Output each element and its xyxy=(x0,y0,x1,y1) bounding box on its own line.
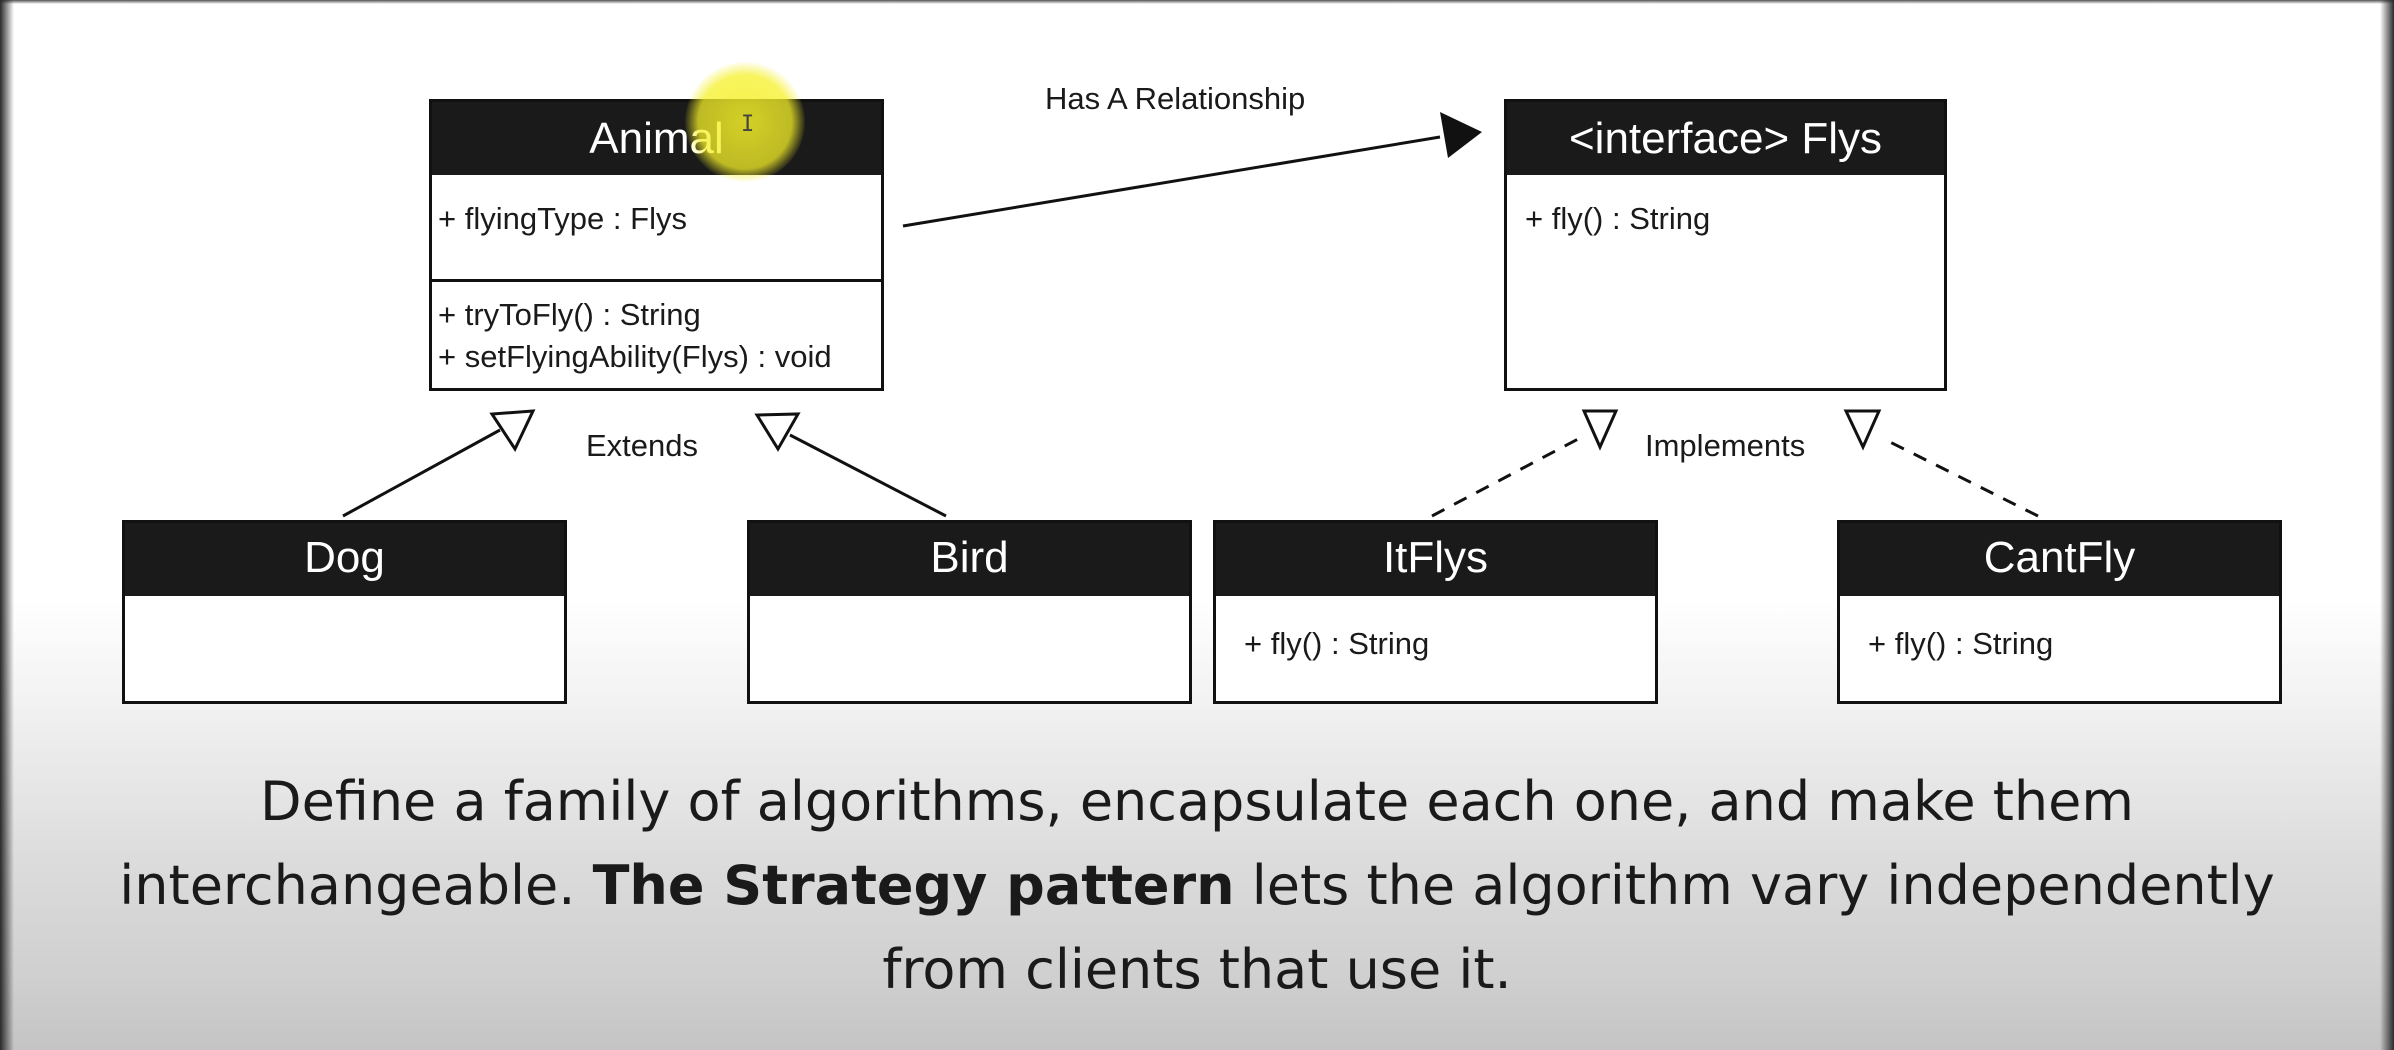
flys-methods: + fly() : String xyxy=(1507,175,1944,237)
implements-line-itflys xyxy=(1431,436,1581,518)
cantfly-class-name: CantFly xyxy=(1840,523,2279,596)
caption-strategy-pattern-bold: The Strategy pattern xyxy=(592,854,1235,917)
animal-attributes: + flyingType : Flys xyxy=(432,175,881,279)
caption-line-3: from clients that use it. xyxy=(882,938,1512,1001)
caption-line-2-end: lets the algorithm vary independently xyxy=(1234,854,2275,917)
caption-line-2-start: interchangeable. xyxy=(119,854,593,917)
bird-class-name: Bird xyxy=(750,523,1189,596)
extends-line-dog xyxy=(342,428,501,518)
itflys-method-fly: + fly() : String xyxy=(1244,626,1430,661)
has-a-arrowhead xyxy=(1440,112,1482,158)
cantfly-class-box: CantFly + fly() : String xyxy=(1837,520,2282,704)
animal-methods: + tryToFly() : String + setFlyingAbility… xyxy=(432,279,881,378)
flys-method-fly: + fly() : String xyxy=(1525,201,1711,236)
animal-method-setflyingability: + setFlyingAbility(Flys) : void xyxy=(438,339,832,374)
animal-class-name: Animal xyxy=(432,102,881,175)
text-cursor-icon: I xyxy=(741,112,755,137)
caption-line-1: Define a family of algorithms, encapsula… xyxy=(260,770,2134,833)
dog-class-name: Dog xyxy=(125,523,564,596)
left-frame-edge xyxy=(0,0,14,1050)
flys-interface-box: <interface> Flys + fly() : String xyxy=(1504,99,1947,391)
has-a-relationship-label: Has A Relationship xyxy=(1045,81,1306,116)
itflys-class-box: ItFlys + fly() : String xyxy=(1213,520,1658,704)
strategy-pattern-caption: Define a family of algorithms, encapsula… xyxy=(0,760,2394,1012)
caption-line-2: interchangeable. The Strategy pattern le… xyxy=(0,844,2394,928)
implements-triangle-cantfly xyxy=(1843,409,1882,451)
has-a-arrow-line xyxy=(902,135,1441,228)
itflys-class-name: ItFlys xyxy=(1216,523,1655,596)
animal-class-box: Animal + flyingType : Flys + tryToFly() … xyxy=(429,99,884,391)
extends-label: Extends xyxy=(586,428,699,463)
top-border xyxy=(0,0,2394,4)
animal-method-trytofly: + tryToFly() : String xyxy=(438,297,701,332)
cantfly-method-fly: + fly() : String xyxy=(1868,626,2054,661)
extends-line-bird xyxy=(789,433,947,518)
extends-triangle-bird xyxy=(754,412,801,452)
dog-class-box: Dog xyxy=(122,520,567,704)
cantfly-methods: + fly() : String xyxy=(1840,596,2279,662)
right-frame-edge xyxy=(2380,0,2394,1050)
bird-class-box: Bird xyxy=(747,520,1192,704)
implements-line-cantfly xyxy=(1885,438,2039,518)
flys-interface-name: <interface> Flys xyxy=(1507,102,1944,175)
implements-label: Implements xyxy=(1645,428,1806,463)
implements-triangle-itflys xyxy=(1581,409,1619,451)
extends-triangle-dog xyxy=(489,409,536,453)
animal-attribute-flyingtype: + flyingType : Flys xyxy=(438,201,687,236)
cursor-highlight xyxy=(685,62,805,182)
itflys-methods: + fly() : String xyxy=(1216,596,1655,662)
